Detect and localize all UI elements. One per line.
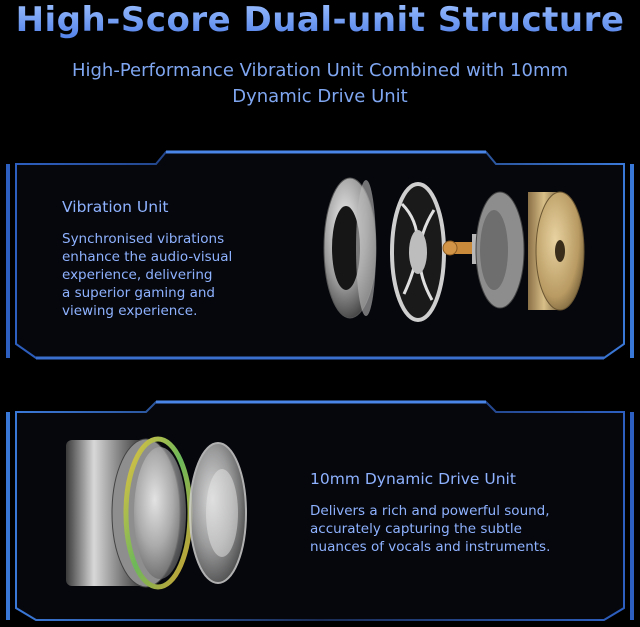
vibration-unit-exploded-illustration — [323, 177, 585, 322]
dynamic-unit-panel: 10mm Dynamic Drive Unit Delivers a rich … — [6, 398, 634, 622]
subtitle-line-2: Dynamic Drive Unit — [232, 86, 408, 107]
vibration-unit-title: Vibration Unit — [62, 198, 169, 216]
vibration-unit-description: Synchronised vibrations enhance the audi… — [62, 230, 282, 320]
desc-line: Synchronised vibrations — [62, 231, 225, 247]
desc-line: nuances of vocals and instruments. — [310, 539, 551, 555]
panel-frame — [6, 150, 634, 360]
dynamic-unit-title: 10mm Dynamic Drive Unit — [310, 470, 516, 488]
page-subtitle: High-Performance Vibration Unit Combined… — [0, 58, 640, 110]
desc-line: enhance the audio-visual — [62, 249, 233, 265]
dynamic-driver-exploded-illustration — [66, 436, 247, 590]
subtitle-line-1: High-Performance Vibration Unit Combined… — [71, 60, 569, 81]
vibration-unit-panel: Vibration Unit Synchronised vibrations e… — [6, 144, 634, 366]
dynamic-unit-description: Delivers a rich and powerful sound, accu… — [310, 502, 590, 556]
desc-line: Delivers a rich and powerful sound, — [310, 503, 550, 519]
desc-line: experience, delivering — [62, 267, 213, 283]
desc-line: accurately capturing the subtle — [310, 521, 522, 537]
desc-line: a superior gaming and — [62, 285, 215, 301]
desc-line: viewing experience. — [62, 303, 198, 319]
page-title: High-Score Dual-unit Structure — [0, 0, 640, 40]
